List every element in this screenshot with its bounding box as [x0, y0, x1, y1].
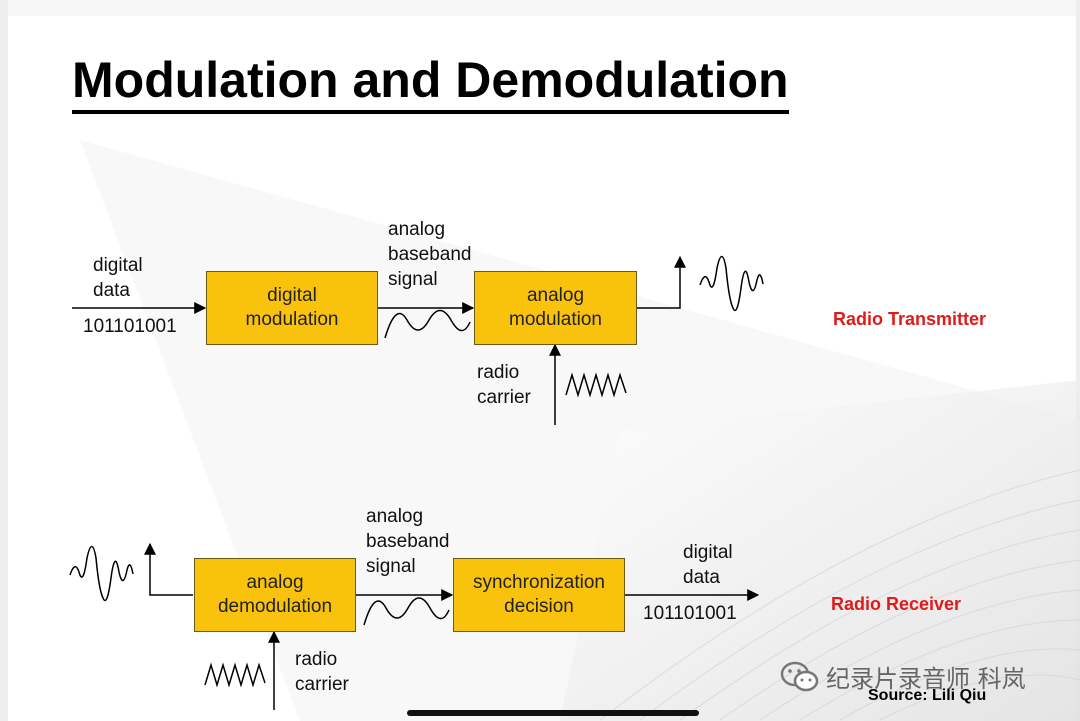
analog-modulation-block: analog modulation — [474, 271, 637, 345]
home-indicator[interactable] — [407, 710, 699, 716]
rx-output-label: digital data — [683, 542, 733, 588]
rx-signal-label: analog baseband signal — [366, 506, 450, 577]
slide-title: Modulation and Demodulation — [72, 52, 789, 114]
tx-input-bits: 101101001 — [83, 316, 177, 337]
tx-output-arrow — [637, 255, 686, 309]
tx-carrier-label: radio carrier — [477, 362, 531, 408]
watermark-text: 纪录片录音师 科岚 — [826, 665, 1026, 693]
rx-input-wave — [69, 545, 134, 602]
radio-transmitter-label: Radio Transmitter — [833, 309, 987, 329]
right-edge — [1076, 0, 1080, 721]
rx-carrier-label: radio carrier — [295, 649, 349, 695]
top-bar — [0, 0, 1080, 16]
tx-carrier-wave — [565, 372, 627, 398]
tx-signal-label: analog baseband signal — [388, 219, 472, 290]
wechat-icon — [780, 661, 819, 692]
digital-modulation-block: digital modulation — [206, 271, 378, 345]
left-edge — [0, 0, 8, 721]
rx-baseband-wave — [363, 597, 450, 626]
tx-baseband-wave — [384, 309, 471, 339]
analog-demodulation-block: analog demodulation — [194, 558, 356, 632]
tx-output-wave — [699, 255, 764, 312]
rx-input-arrow — [144, 542, 193, 596]
synchronization-decision-block: synchronization decision — [453, 558, 625, 632]
rx-carrier-wave — [204, 662, 266, 688]
source-credit: Source: Lili Qiu — [868, 687, 987, 704]
radio-receiver-label: Radio Receiver — [831, 594, 962, 614]
rx-output-bits: 101101001 — [643, 603, 737, 624]
tx-input-label: digital data — [93, 255, 143, 301]
